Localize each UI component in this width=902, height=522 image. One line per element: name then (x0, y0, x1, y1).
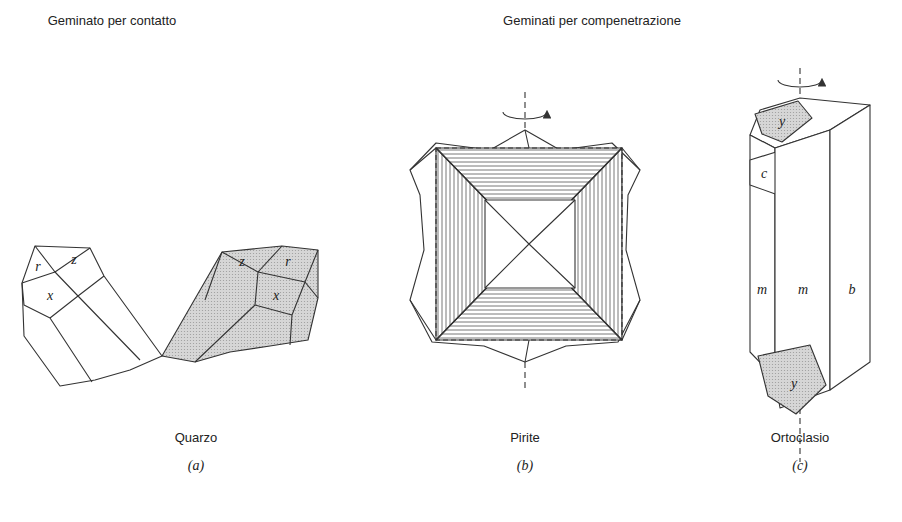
section-heading: Geminati per compenetrazione (503, 14, 681, 27)
face-letter: x (273, 289, 279, 303)
mineral-name: Pirite (510, 431, 540, 444)
face-letter: m (757, 283, 767, 297)
mineral-name: Quarzo (175, 431, 218, 444)
section-heading: Geminato per contatto (48, 14, 177, 27)
figure-letter: (a) (188, 459, 204, 473)
face-letter: m (798, 283, 808, 297)
face-letter: z (71, 253, 76, 267)
face-letter: y (779, 115, 785, 129)
face-letter: y (791, 377, 797, 391)
figure-letter: (b) (517, 459, 533, 473)
figure-letter: (c) (792, 459, 808, 473)
face-letter: r (285, 255, 290, 269)
face-letter: z (239, 255, 244, 269)
face-letter: x (47, 289, 53, 303)
face-letter: c (761, 167, 767, 181)
face-letter: b (849, 283, 856, 297)
mineral-name: Ortoclasio (771, 431, 830, 444)
face-letter: r (35, 260, 40, 274)
